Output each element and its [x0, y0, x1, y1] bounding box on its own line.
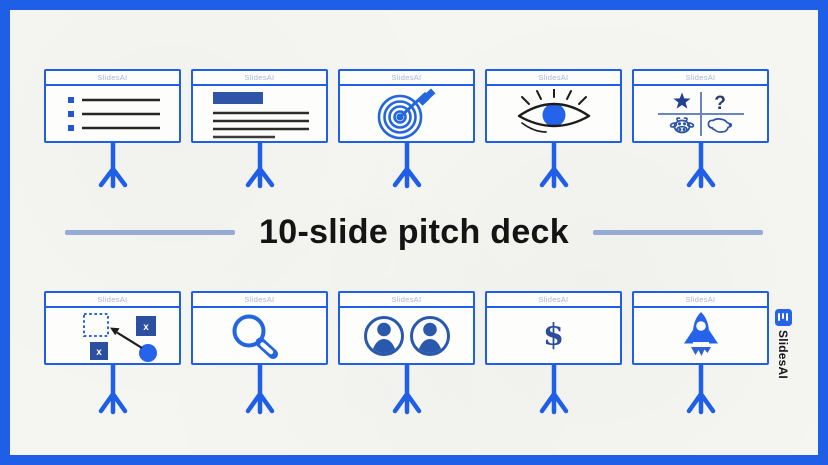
question-mark: ? — [714, 93, 726, 114]
slidesai-logo-icon — [775, 309, 792, 326]
watermark: SlidesAI — [775, 309, 792, 379]
slide-board-vision: SlidesAI — [485, 69, 622, 189]
board-frame: SlidesAI — [44, 69, 181, 143]
page-title: 10-slide pitch deck — [259, 213, 569, 251]
positioning-diagram-icon: x x — [82, 312, 157, 362]
board-content — [46, 86, 179, 141]
board-frame: SlidesAI — [191, 69, 328, 143]
slide-board-launch: SlidesAI — [632, 291, 769, 415]
x-marker: x — [143, 322, 149, 333]
star-icon — [672, 92, 691, 109]
title-text-icon — [212, 91, 309, 138]
easel-stand — [98, 363, 127, 415]
board-frame: SlidesAI — [338, 291, 475, 365]
board-content — [340, 86, 473, 141]
board-header: SlidesAI — [46, 293, 179, 308]
board-header-brand: SlidesAI — [538, 73, 569, 82]
slide-board-positioning: SlidesAI x x — [44, 291, 181, 415]
board-content: $ — [487, 308, 620, 363]
watermark-label: SlidesAI — [776, 330, 791, 379]
slide-board-market-research: SlidesAI — [191, 291, 328, 415]
title-divider-right — [592, 230, 763, 235]
board-header: SlidesAI — [193, 71, 326, 86]
board-content: x x — [46, 308, 179, 363]
dog-icon — [707, 117, 732, 133]
board-frame: SlidesAI $ — [485, 291, 622, 365]
board-frame: SlidesAI — [632, 291, 769, 365]
x-marker: x — [96, 347, 102, 358]
board-content: ? — [634, 86, 767, 141]
watermark-inner: SlidesAI — [775, 309, 792, 379]
easel-stand — [392, 363, 421, 415]
eye-icon — [517, 88, 590, 133]
easel-stand — [686, 363, 715, 415]
board-header-brand: SlidesAI — [538, 295, 569, 304]
board-header-brand: SlidesAI — [391, 295, 422, 304]
board-frame: SlidesAI ? — [632, 69, 769, 143]
title-divider-left — [65, 230, 236, 235]
board-header: SlidesAI — [340, 293, 473, 308]
board-header: SlidesAI — [340, 71, 473, 86]
slide-row-bottom: SlidesAI x x — [44, 291, 769, 415]
bullet-list-icon — [67, 96, 160, 131]
board-content — [340, 308, 473, 363]
board-header: SlidesAI — [634, 293, 767, 308]
slide-board-team: SlidesAI — [338, 291, 475, 415]
dollar-sign-icon: $ — [543, 317, 564, 353]
slide-row-top: SlidesAI — [44, 69, 769, 189]
board-header-brand: SlidesAI — [97, 73, 128, 82]
board-header: SlidesAI — [46, 71, 179, 86]
easel-stand — [539, 141, 568, 189]
slide-board-bullet-list: SlidesAI — [44, 69, 181, 189]
slide-board-title-text: SlidesAI — [191, 69, 328, 189]
board-header: SlidesAI — [193, 293, 326, 308]
board-content — [487, 86, 620, 141]
target-dart-icon — [377, 88, 435, 139]
easel-stand — [245, 141, 274, 189]
board-frame: SlidesAI — [338, 69, 475, 143]
user-avatar-icon — [409, 315, 450, 356]
easel-stand — [245, 363, 274, 415]
magnifier-icon — [232, 314, 278, 359]
board-content — [193, 86, 326, 141]
board-header-brand: SlidesAI — [685, 295, 716, 304]
board-content — [634, 308, 767, 363]
user-avatar-icon — [363, 315, 404, 356]
slide-board-financials: SlidesAI $ — [485, 291, 622, 415]
board-header: SlidesAI — [634, 71, 767, 86]
slide-board-goal-target: SlidesAI — [338, 69, 475, 189]
board-frame: SlidesAI — [191, 291, 328, 365]
board-frame: SlidesAI — [485, 69, 622, 143]
board-header-brand: SlidesAI — [244, 295, 275, 304]
cow-icon — [669, 116, 694, 133]
bcg-matrix-icon: ? — [657, 91, 744, 136]
team-avatars-icon — [363, 315, 450, 356]
easel-stand — [98, 141, 127, 189]
board-header-brand: SlidesAI — [244, 73, 275, 82]
board-header: SlidesAI — [487, 71, 620, 86]
easel-stand — [392, 141, 421, 189]
board-header-brand: SlidesAI — [97, 295, 128, 304]
board-content — [193, 308, 326, 363]
title-band: 10-slide pitch deck — [10, 213, 818, 252]
board-frame: SlidesAI x x — [44, 291, 181, 365]
rocket-icon — [683, 311, 718, 356]
board-header-brand: SlidesAI — [685, 73, 716, 82]
slide-board-bcg-matrix: SlidesAI ? — [632, 69, 769, 189]
easel-stand — [686, 141, 715, 189]
board-header-brand: SlidesAI — [391, 73, 422, 82]
easel-stand — [539, 363, 568, 415]
board-header: SlidesAI — [487, 293, 620, 308]
